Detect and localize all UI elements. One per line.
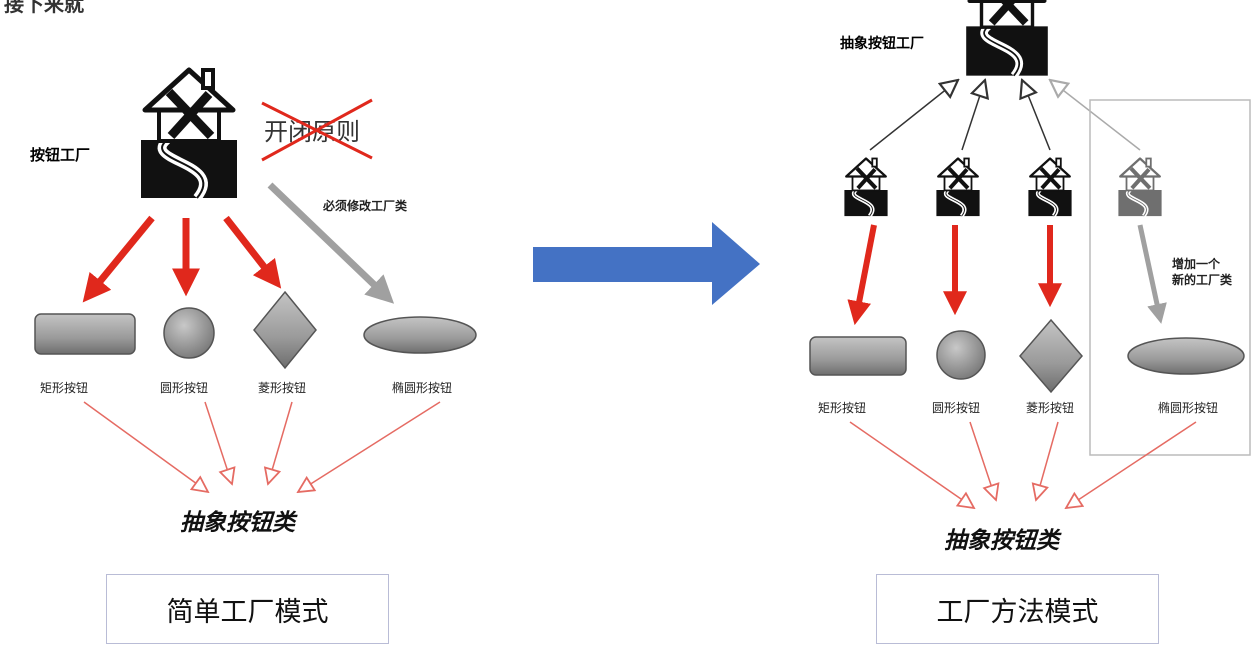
modify-arrow [267, 182, 395, 304]
shape-label-circle: 圆形按钮 [932, 400, 980, 415]
button-factory-icon [141, 70, 237, 198]
shape-label-circle: 圆形按钮 [160, 380, 208, 395]
shape-label-rectangle: 矩形按钮 [40, 380, 88, 395]
circle-button-shape [163, 307, 215, 359]
rectangle-button-shape [809, 336, 907, 376]
diamond-button-shape [253, 290, 317, 370]
factory-method-caption: 工厂方法模式 [876, 574, 1159, 644]
ellipse-button-shape [1127, 337, 1245, 375]
diamond-factory-icon [1028, 159, 1071, 217]
inherit-arrows [83, 401, 441, 492]
shape-label-diamond: 菱形按钮 [1026, 400, 1074, 415]
shape-label-rectangle: 矩形按钮 [818, 400, 866, 415]
add-factory-note-line1: 增加一个 [1172, 256, 1221, 271]
factory-method-caption-text: 工厂方法模式 [936, 596, 1099, 628]
inherit-arrows [849, 421, 1197, 508]
rectangle-button-shape [34, 313, 136, 355]
factory-inherit-arrows [869, 80, 1141, 151]
ellipse-button-shape [363, 316, 477, 354]
simple-factory-caption-text: 简单工厂模式 [166, 596, 329, 628]
shape-label-ellipse: 椭圆形按钮 [1158, 400, 1218, 415]
abstract-button-class-label: 抽象按钮类 [944, 528, 1062, 554]
corner-text: 接下来就 [4, 0, 84, 16]
transition-arrow-icon [533, 222, 760, 305]
rectangle-factory-icon [844, 159, 887, 217]
diamond-button-shape [1019, 318, 1083, 394]
abstract-button-class-label: 抽象按钮类 [180, 510, 298, 536]
circle-button-shape [936, 330, 986, 380]
new-factory-highlight-box [1089, 99, 1251, 456]
add-factory-note-line2: 新的工厂类 [1172, 272, 1233, 287]
left-panel: 按钮工厂 开闭原则 必须修改工厂类 矩形按钮 圆形按钮 菱形按钮 椭圆形按钮 [30, 70, 477, 536]
abstract-factory-icon [966, 0, 1048, 76]
right-panel: 抽象按钮工厂 增加一个 新的工厂类 矩形按钮 圆形按钮 菱形按钮 椭圆形按钮 [809, 0, 1251, 554]
factory-create-arrows [847, 224, 1167, 326]
simple-factory-caption: 简单工厂模式 [106, 574, 389, 644]
create-arrows [82, 215, 282, 303]
factory-label: 按钮工厂 [30, 146, 90, 164]
abstract-factory-label: 抽象按钮工厂 [840, 35, 924, 52]
shape-label-diamond: 菱形按钮 [258, 380, 306, 395]
circle-factory-icon [936, 159, 979, 217]
modify-factory-note: 必须修改工厂类 [322, 198, 408, 213]
cross-out-icon [261, 98, 373, 162]
ellipse-factory-icon [1118, 159, 1161, 217]
shape-label-ellipse: 椭圆形按钮 [392, 380, 452, 395]
